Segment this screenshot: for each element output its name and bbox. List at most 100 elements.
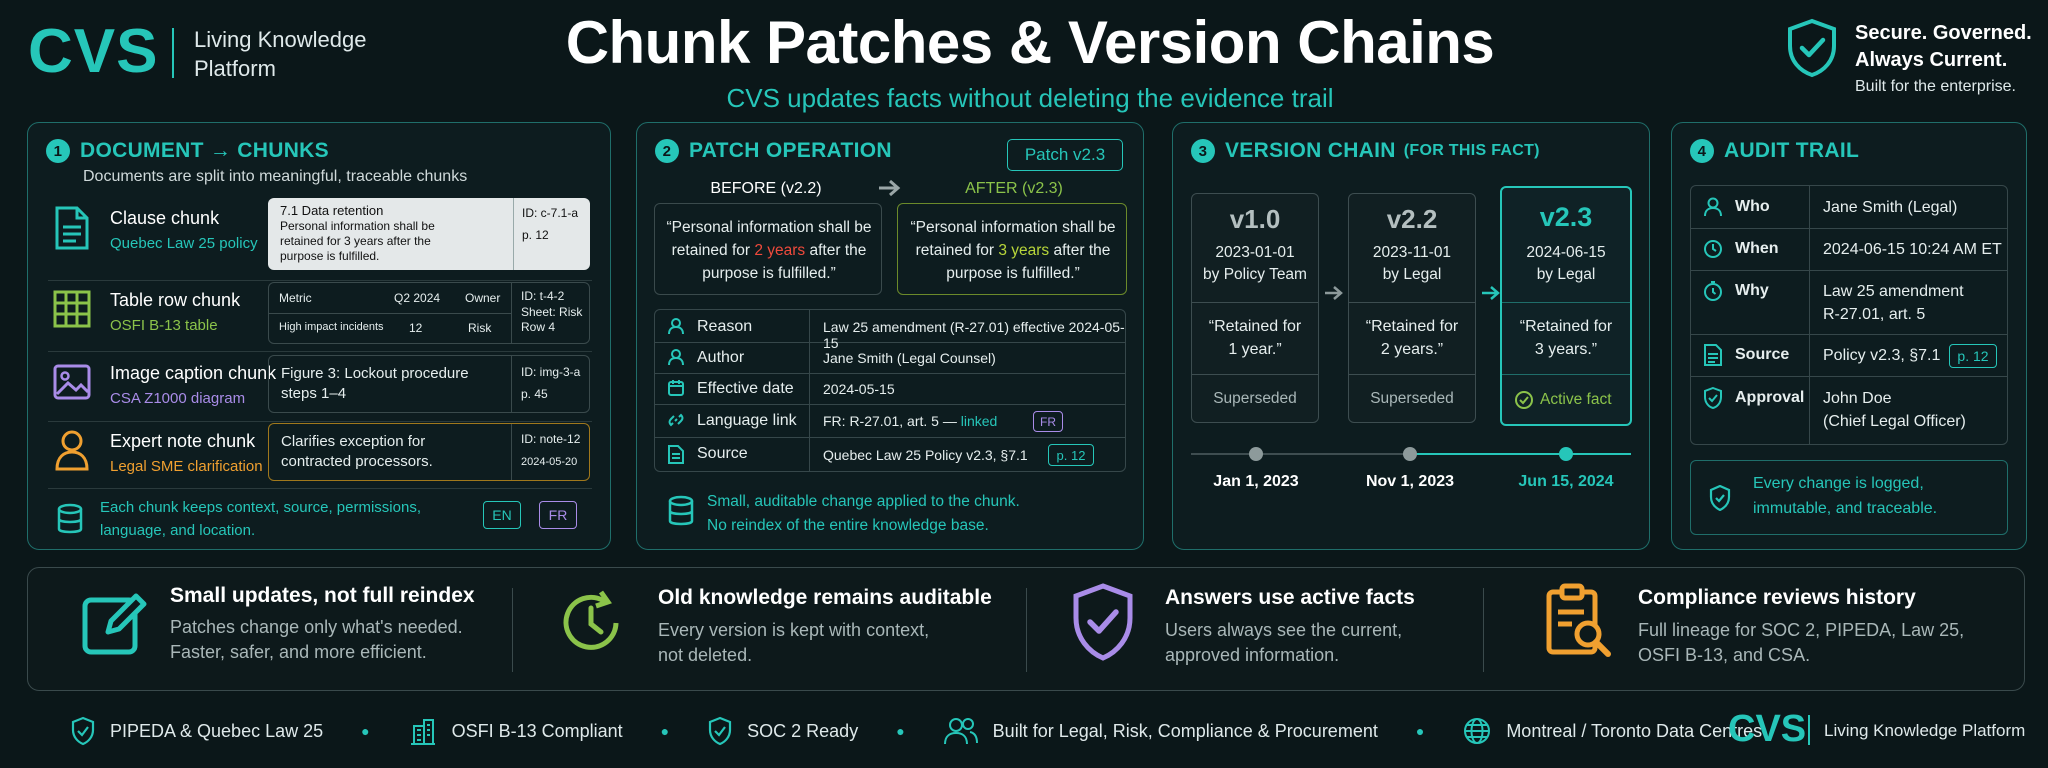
patch-metadata-table: Reason Law 25 amendment (R-27.01) effect… (654, 309, 1126, 472)
audit-label: When (1735, 240, 1779, 257)
chunk-date: 2024-05-20 (521, 456, 578, 468)
source-doc-icon (668, 445, 684, 464)
table-grid-icon (52, 289, 92, 329)
metadata-value: FR: R-27.01, art. 5 — (823, 413, 961, 429)
language-tag-en[interactable]: EN (483, 501, 521, 529)
author-icon (667, 348, 685, 366)
metadata-value: Quebec Law 25 Policy v2.3, §7.1 (823, 447, 1028, 463)
logo: CVS (28, 17, 159, 86)
metadata-label: Reason (697, 318, 753, 335)
linked-link[interactable]: linked (960, 413, 998, 429)
audit-label: Approval (1735, 389, 1805, 406)
panel-title-qualifier: (FOR THIS FACT) (1403, 142, 1540, 159)
version-date: 2023-11-01 (1372, 244, 1452, 261)
version-status: Superseded (1370, 390, 1454, 407)
page-reference-tag[interactable]: p. 12 (1949, 344, 1997, 368)
chunk-name: Clause chunk (110, 208, 220, 228)
chunk-id: ID: note-12 (521, 432, 581, 446)
after-text-card: “Personal information shall be retained … (897, 203, 1127, 295)
person-icon (1703, 197, 1723, 217)
clipboard-search-icon (1544, 582, 1614, 662)
version-card-v3-active[interactable]: v2.3 2024-06-15 by Legal “Retained for 3… (1500, 186, 1632, 426)
version-quote: “Retained for (1519, 318, 1613, 335)
benefit-text: Patches change only what's needed. (170, 617, 463, 637)
panel-footer-1: Small, auditable change applied to the c… (707, 493, 1020, 510)
version-number: v2.2 (1386, 204, 1438, 234)
chunk-source: Legal SME clarification (110, 458, 263, 475)
chunk-source: CSA Z1000 diagram (110, 390, 246, 407)
shield-check-icon (1070, 582, 1136, 662)
globe-icon (1462, 716, 1492, 746)
version-card-v1[interactable]: v1.0 2023-01-01 by Policy Team “Retained… (1191, 193, 1319, 423)
before-label: BEFORE (v2.2) (710, 180, 822, 197)
separator-dot: ● (1415, 723, 1425, 739)
panel-subtitle: Documents are split into meaningful, tra… (83, 168, 468, 185)
before-text-card: “Personal information shall be retained … (654, 203, 882, 295)
page-reference-tag[interactable]: p. 12 (1048, 444, 1094, 466)
table-card[interactable]: Metric Q2 2024 Owner High impact inciden… (268, 282, 590, 344)
footer-logo-divider (1808, 715, 1810, 745)
timeline-date-active: Jun 15, 2024 (1518, 473, 1614, 490)
panel-footer: Each chunk keeps context, source, permis… (100, 499, 421, 539)
benefit-title: Old knowledge remains auditable (658, 586, 992, 609)
benefit-text: Faster, safer, and more efficient. (170, 642, 427, 662)
fr-language-tag[interactable]: FR (1033, 411, 1063, 432)
audit-table: Who Jane Smith (Legal) When 2024-06-15 1… (1690, 185, 2008, 445)
step-number: 4 (1690, 139, 1714, 163)
timeline-date: Nov 1, 2023 (1365, 473, 1455, 490)
after-text-end: after the purpose is fulfilled.” (946, 242, 1111, 282)
shield-check-icon (1709, 485, 1731, 511)
tagline-3: Built for the enterprise. (1855, 78, 2016, 95)
before-text-end: after the purpose is fulfilled.” (702, 242, 867, 282)
arrow-right-icon (1481, 285, 1501, 301)
benefits-strip: Small updates, not full reindex Patches … (27, 567, 2025, 691)
clock-history-icon (554, 586, 628, 660)
audit-value: John Doe (1823, 390, 1892, 407)
expert-card[interactable]: Clarifies exception for contracted proce… (268, 423, 590, 481)
platform-line-2: Platform (194, 56, 276, 81)
audit-value: Jane Smith (Legal) (1823, 199, 1958, 216)
audit-label: Why (1735, 282, 1769, 299)
version-quote: 1 year.” (1228, 341, 1282, 358)
patch-version-badge[interactable]: Patch v2.3 (1007, 139, 1123, 171)
info-person-icon (667, 317, 685, 335)
caption-text: Figure 3: Lockout procedure steps 1–4 (281, 365, 469, 402)
table-header: Metric (279, 291, 312, 305)
version-date: 2023-01-01 (1215, 244, 1295, 261)
step-number: 1 (46, 139, 70, 163)
version-status: Active fact (1540, 391, 1612, 408)
check-circle-icon (1514, 390, 1534, 410)
benefit-title: Answers use active facts (1165, 586, 1415, 609)
image-card[interactable]: Figure 3: Lockout procedure steps 1–4 ID… (268, 355, 590, 413)
chunk-id: ID: img-3-a (521, 365, 581, 379)
version-quote: “Retained for (1208, 318, 1302, 335)
note-text: Clarifies exception for contracted proce… (281, 433, 433, 470)
edit-pencil-icon (80, 588, 150, 658)
audit-value-detail: R-27.01, art. 5 (1823, 306, 1926, 323)
table-header: Q2 2024 (394, 291, 441, 305)
clause-card[interactable]: 7.1 Data retention Personal information … (268, 198, 590, 270)
table-cell: 12 (409, 321, 423, 335)
footer-logo: CVS (1728, 708, 1807, 750)
chunk-id: ID: t-4-2 (521, 289, 565, 303)
shield-check-icon (1703, 387, 1723, 409)
language-tag-fr[interactable]: FR (539, 501, 577, 529)
audit-value: Law 25 amendment (1823, 283, 1964, 300)
clause-text: Personal information shall be retained f… (280, 219, 435, 263)
table-cell: High impact incidents (279, 321, 384, 333)
footer-item: Built for Legal, Risk, Compliance & Proc… (992, 720, 1378, 741)
metadata-value: Jane Smith (Legal Counsel) (823, 350, 996, 366)
document-icon (54, 205, 90, 251)
shield-check-icon (1786, 18, 1838, 78)
benefit-text: Users always see the current, (1165, 620, 1403, 640)
benefit-text: OSFI B-13, and CSA. (1638, 645, 1811, 665)
separator-dot: ● (660, 723, 670, 739)
database-icon (667, 495, 695, 527)
version-card-v2[interactable]: v2.2 2023-11-01 by Legal “Retained for 2… (1348, 193, 1476, 423)
chunk-page: p. 45 (521, 387, 548, 401)
clock-icon (1703, 239, 1723, 259)
panel-title: VERSION CHAIN (1225, 139, 1396, 162)
footer-item: SOC 2 Ready (747, 720, 859, 741)
timeline-line-active (1408, 453, 1631, 455)
